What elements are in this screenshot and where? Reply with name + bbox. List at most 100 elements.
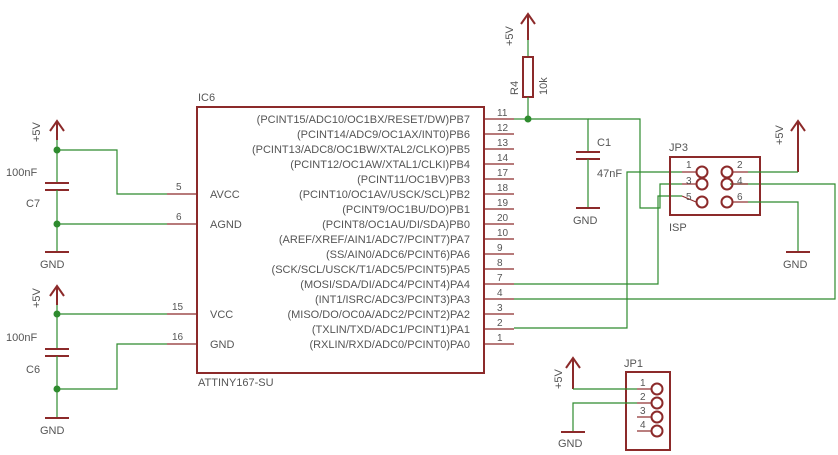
vcc-arrow-icon [49,119,65,140]
jp3-value: ISP [669,222,687,234]
ic6: IC6 ATTINY167-SU (PCINT15/ADC10/OC1BX/RE… [167,92,514,389]
jp3-pin-4 [720,177,734,191]
jp3-pin-2 [720,165,734,179]
ic6-pin-label: (PCINT10/OC1AV/USCK/SCL)PB2 [299,189,470,201]
r4-name: R4 [509,81,521,95]
jp3-header: JP3 ISP 1 2 3 4 5 6 [669,142,761,234]
ic6-pin-label: (MOSI/SDA/DI/ADC4/PCINT4)PA4 [300,279,470,291]
ic6-pin-label: (PCINT9/OC1BU/DO)PB1 [342,204,470,216]
jp3-pin-2-label: 2 [737,160,743,171]
jp3-pin-1 [695,165,709,179]
c6-network: +5V GND 100nF C6 [6,284,167,437]
jp3-body [669,156,761,216]
c7-name: C7 [26,198,40,210]
jp1-pin-2 [650,396,664,410]
jp3-name: JP3 [669,142,688,154]
ic6-pin-number: 2 [497,318,503,329]
ic6-left-pins: AVCC AGND VCC GND 5 6 15 16 [167,182,242,351]
isp-wires [514,171,836,329]
ic6-pin-number: 9 [497,243,503,254]
ic6-pin-number: 10 [497,228,509,239]
jp3-pin-4-label: 4 [737,176,743,187]
jp1-gnd-label: GND [558,438,583,450]
ic6-pin-label: (SCK/SCL/USCK/T1/ADC5/PCINT5)PA5 [272,264,470,276]
jp3-pin-6 [720,195,734,209]
jp1-pin-4-label: 4 [640,420,646,431]
c1-name: C1 [597,137,611,149]
ic6-pin-number: 3 [497,303,503,314]
ic6-pin-gnd-label: GND [210,339,235,351]
c7-vcc-label: +5V [31,121,43,142]
jp3-gnd-label: GND [783,259,808,271]
vcc-arrow-icon [49,284,65,305]
jp3-pin-5 [695,195,709,209]
ic6-pin-label: (PCINT15/ADC10/OC1BX/RESET/DW)PB7 [257,114,470,126]
jp1-name: JP1 [624,358,643,370]
jp1-header: JP1 1 2 3 4 [624,358,671,451]
ic6-pin-label: (PCINT11/OC1BV)PB3 [357,174,470,186]
ic6-name: IC6 [198,92,215,104]
r4-body [522,56,534,98]
ic6-pin-label: (INT1/ISRC/ADC3/PCINT3)PA3 [315,294,470,306]
ic6-pin-number: 18 [497,183,509,194]
c1-network: GND C1 47nF [573,137,622,227]
jp1-body [625,371,671,451]
ic6-pin-6-number: 6 [176,212,182,223]
vcc-arrow-icon [520,12,536,40]
c6-gnd-label: GND [40,425,65,437]
c7-value: 100nF [6,167,37,179]
c7-network: +5V GND 100nF C7 [6,119,167,271]
jp1-pin-3-label: 3 [640,406,646,417]
ic6-pin-label: (PCINT13/ADC8/OC1BW/XTAL2/CLKO)PB5 [252,144,470,156]
ic6-pin-label: (PCINT8/OC1AU/DI/SDA)PB0 [322,219,470,231]
vcc-arrow-icon [565,356,581,389]
c1-gnd-label: GND [573,215,598,227]
ic6-pin-number: 8 [497,258,503,269]
ic6-pin-15-number: 15 [172,302,184,313]
ic6-pin-avcc-label: AVCC [210,189,240,201]
ic6-pin-number: 7 [497,273,503,284]
ic6-pin-label: (PCINT12/OC1AW/XTAL1/CLKI)PB4 [290,159,470,171]
ic6-right-pins: (PCINT15/ADC10/OC1BX/RESET/DW)PB7 11 (PCIN… [252,108,514,351]
r4-vcc-label: +5V [504,25,516,46]
ic6-pin-label: (SS/AIN0/ADC6/PCINT6)PA6 [326,249,470,261]
ic6-pin-label: (TXLIN/TXD/ADC1/PCINT1)PA1 [312,324,470,336]
ic6-pin-number: 13 [497,138,509,149]
c1-value: 47nF [597,168,622,180]
jp1-pin-1-label: 1 [640,378,646,389]
c6-vcc-label: +5V [31,287,43,308]
vcc-arrow-icon [790,119,806,172]
jp3-pin-3 [695,177,709,191]
ic6-pin-number: 4 [497,288,503,299]
ic6-pin-16-number: 16 [172,332,184,343]
ic6-pin-agnd-label: AGND [210,219,242,231]
r4-value: 10k [538,77,550,95]
jp3-pin-3-label: 3 [686,176,692,187]
jp3-pin-1-label: 1 [686,160,692,171]
ic6-pin-vcc-label: VCC [210,309,233,321]
jp1-pin-1 [650,382,664,396]
ic6-pin-number: 20 [497,213,509,224]
ic6-body [196,106,485,374]
jp3-power: +5V GND [748,119,810,271]
ic6-pin-label: (AREF/XREF/AIN1/ADC7/PCINT7)PA7 [279,234,470,246]
ic6-pin-number: 11 [497,108,508,119]
ic6-pin-5-number: 5 [176,182,182,193]
jp3-pin-5-label: 5 [686,192,692,203]
ic6-pin-number: 12 [497,123,509,134]
c6-value: 100nF [6,332,37,344]
ic6-pin-label: (MISO/DO/OC0A/ADC2/PCINT2)PA2 [287,309,470,321]
jp1-power: +5V GND [553,356,637,450]
ic6-pin-number: 14 [497,153,509,164]
ic6-pin-label: (PCINT14/ADC9/OC1AX/INT0)PB6 [297,129,470,141]
ic6-pin-number: 17 [497,168,509,179]
ic6-value: ATTINY167-SU [198,377,274,389]
jp1-vcc-label: +5V [553,368,565,389]
r4-network: +5V R4 10k [504,12,682,209]
jp3-vcc-label: +5V [774,124,786,145]
ic6-pin-number: 1 [497,333,503,344]
jp3-pin-6-label: 6 [737,192,743,203]
jp1-pin-3 [650,410,664,424]
c7-gnd-label: GND [40,259,65,271]
